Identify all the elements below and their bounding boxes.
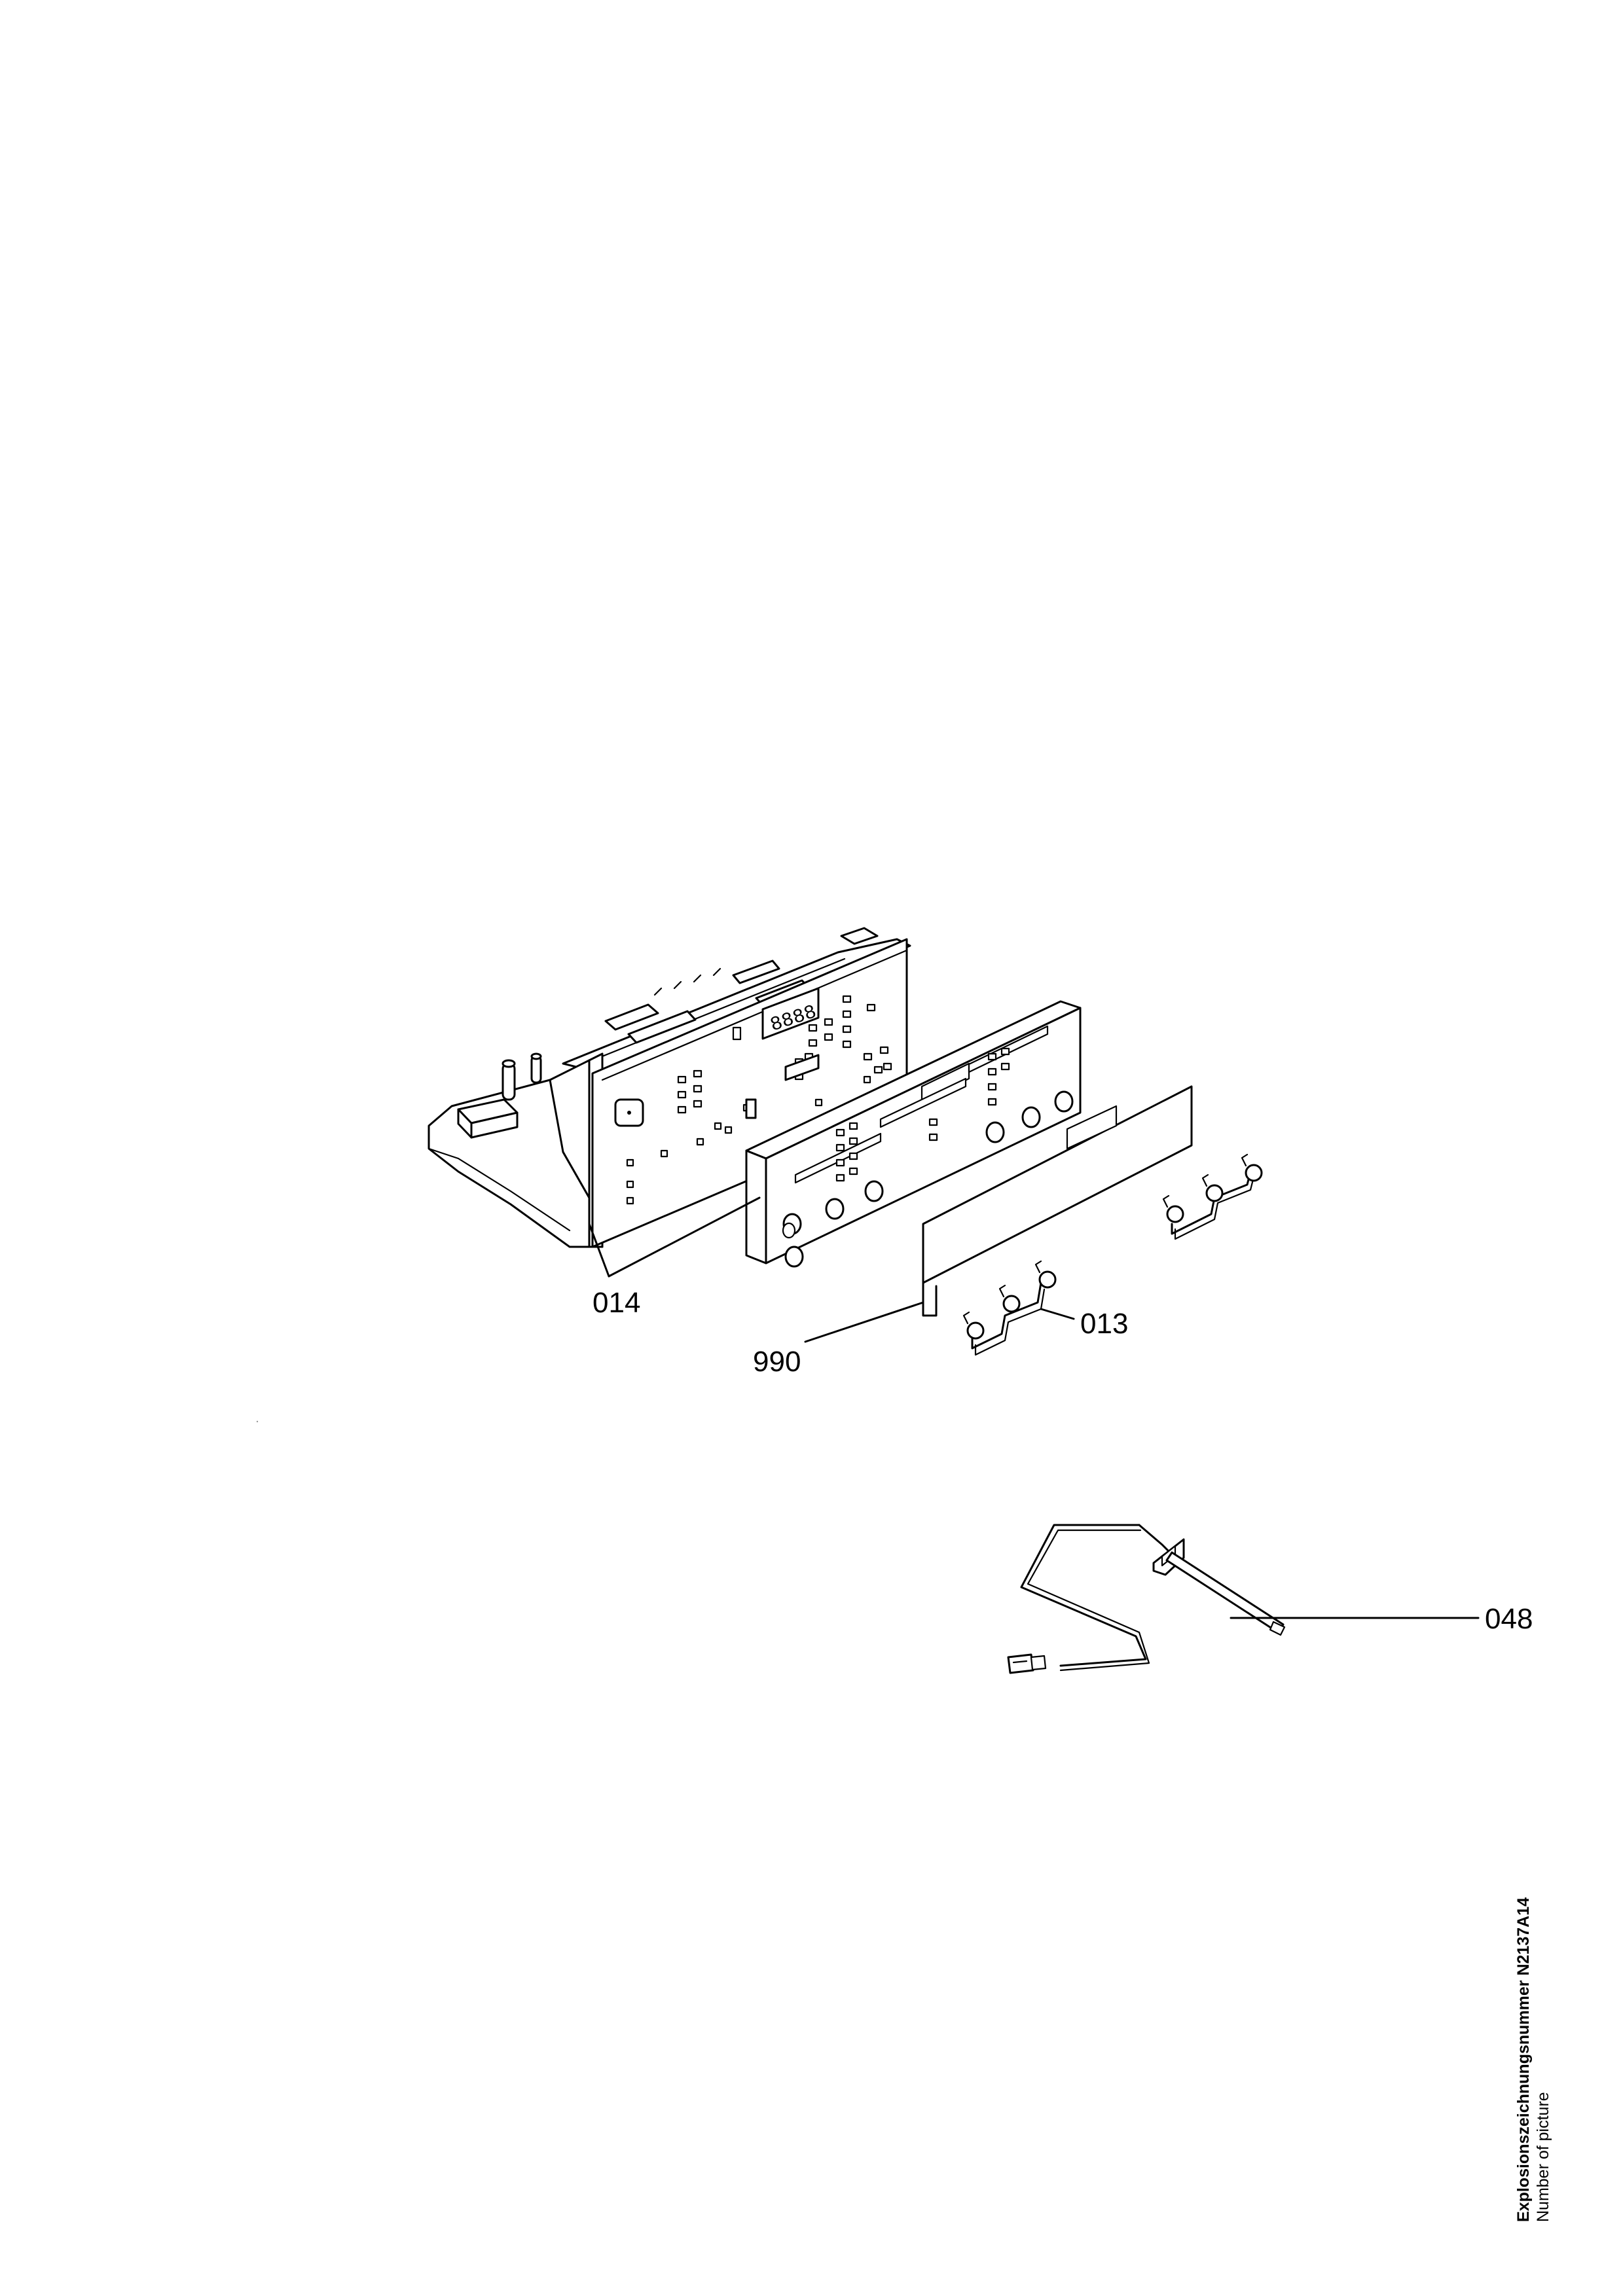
leader-014-a bbox=[588, 1223, 610, 1278]
part-014-electronic-module: 8888 bbox=[428, 927, 911, 1248]
leader-lines bbox=[588, 1196, 1480, 1619]
caption-line-1: Explosionszeichnungsnummer N2137A14 bbox=[1514, 1897, 1533, 2222]
part-label-014: 014 bbox=[593, 1287, 640, 1319]
part-013-button-assembly bbox=[962, 1153, 1263, 1356]
membrane-foil bbox=[922, 1085, 1193, 1317]
picture-number-caption: Explosionszeichnungsnummer N2137A14 Numb… bbox=[1514, 1897, 1553, 2222]
caption-line-2: Number of picture bbox=[1534, 2092, 1552, 2222]
leader-014-b bbox=[608, 1196, 761, 1278]
leader-990 bbox=[804, 1301, 924, 1343]
part-048-temperature-probe bbox=[1007, 1524, 1286, 1674]
leader-013 bbox=[1040, 1308, 1075, 1320]
part-990-control-panel bbox=[745, 1000, 1082, 1268]
part-label-013: 013 bbox=[1080, 1308, 1128, 1340]
stray-dot bbox=[256, 1420, 259, 1423]
part-label-048: 048 bbox=[1485, 1603, 1533, 1635]
caption-label: Explosionszeichnungsnummer bbox=[1514, 1980, 1533, 2222]
caption-picture-number: N2137A14 bbox=[1514, 1897, 1533, 1976]
part-label-990: 990 bbox=[753, 1346, 801, 1378]
